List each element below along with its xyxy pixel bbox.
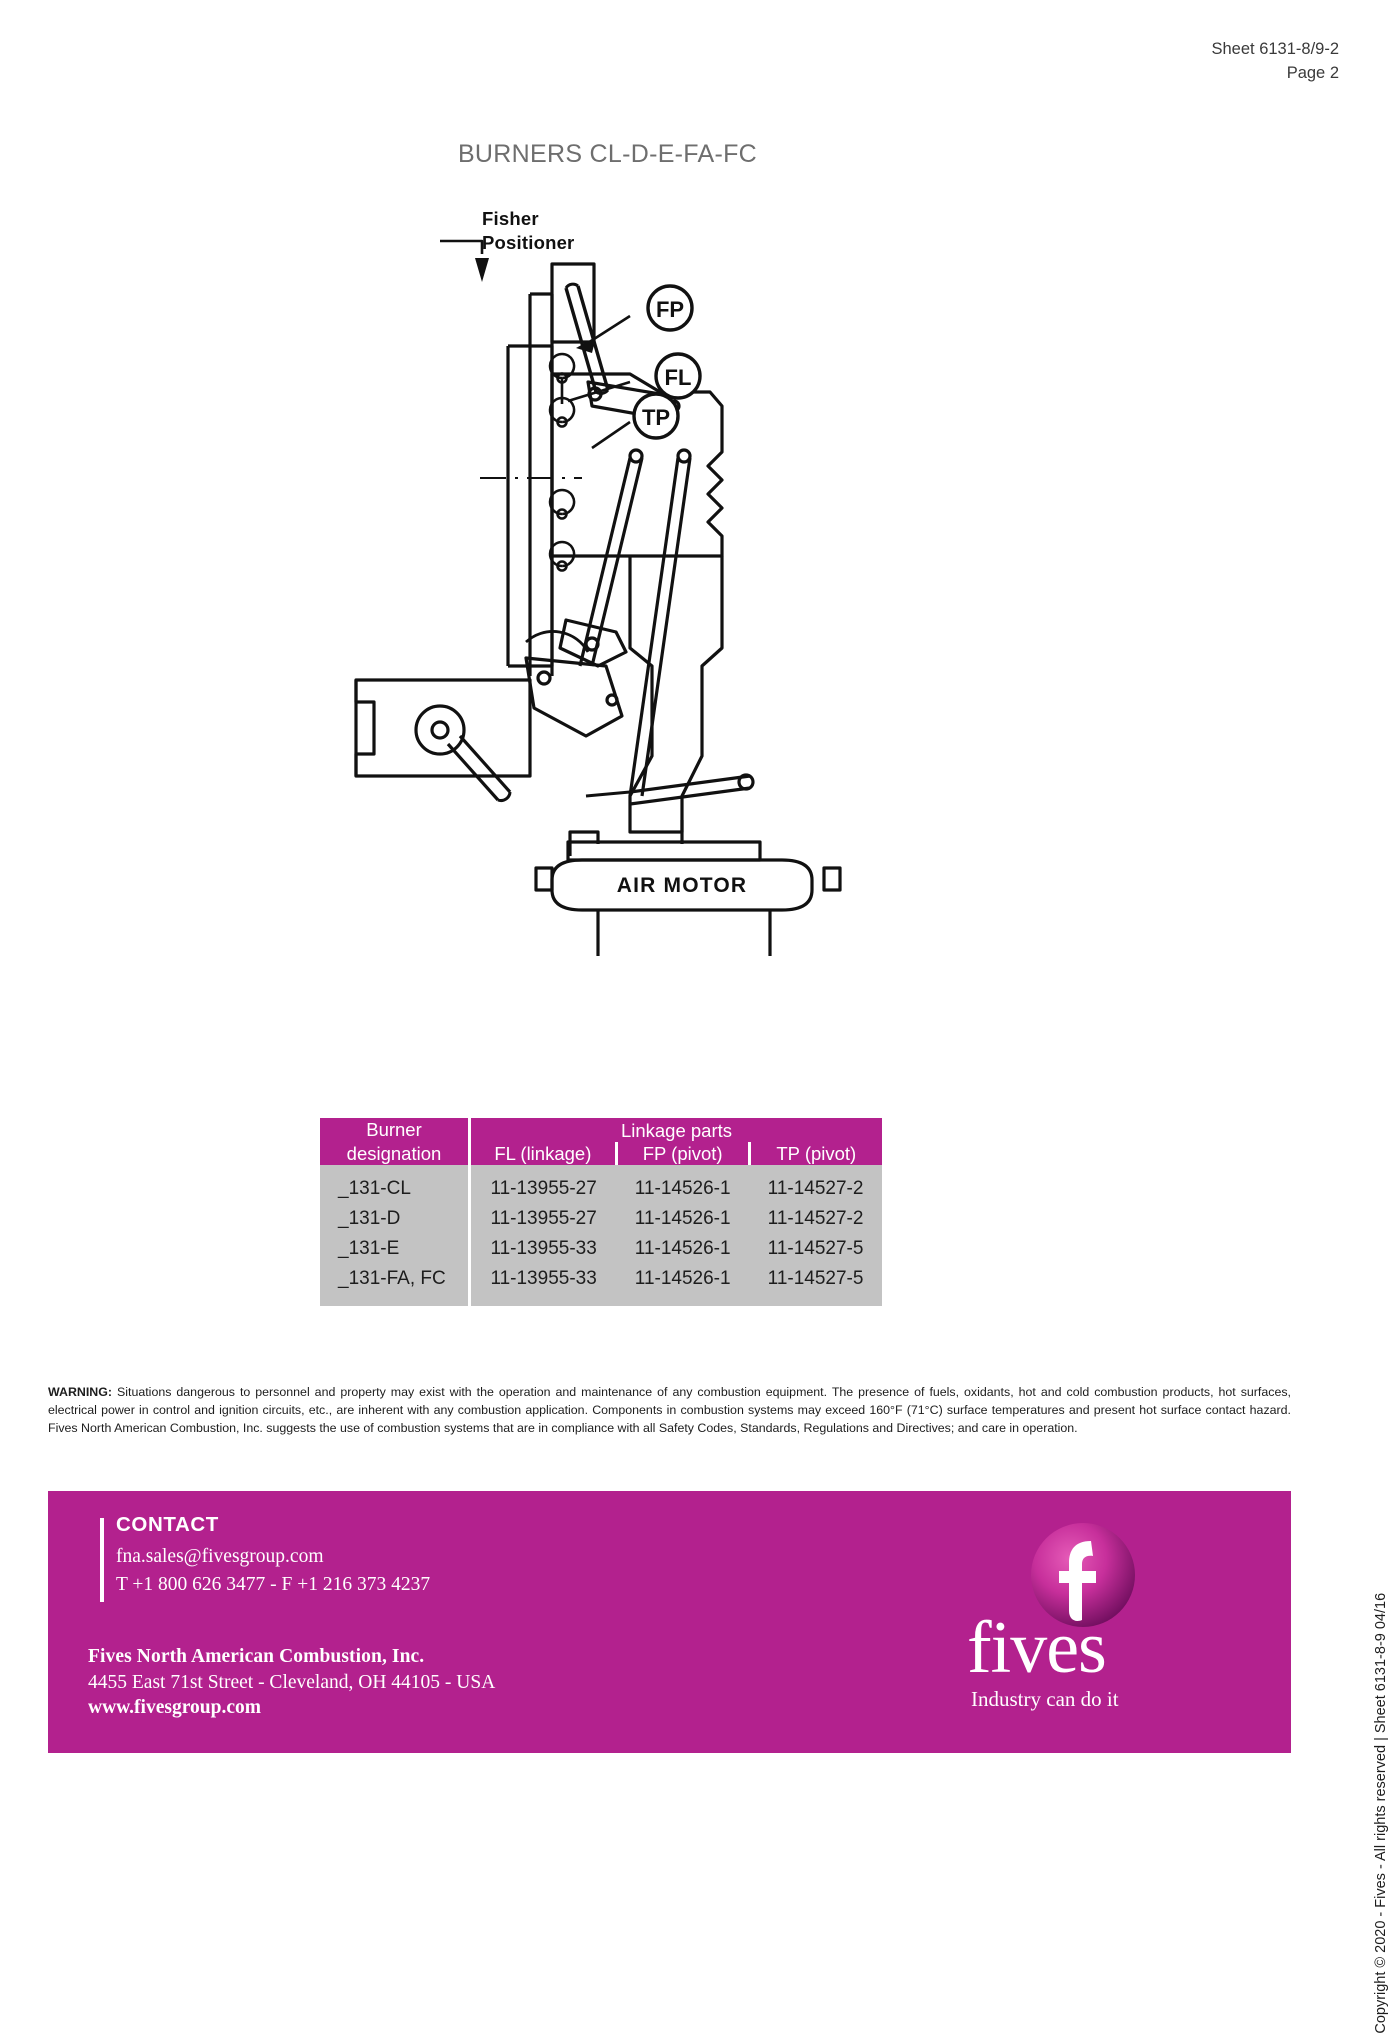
fisher-label-line2: Positioner: [482, 232, 575, 254]
cell-tp: 11-14527-2: [749, 1204, 882, 1235]
company-website[interactable]: www.fivesgroup.com: [88, 1697, 261, 1719]
motor-bracket-left: [568, 830, 600, 856]
table-row: _131-D 11-13955-27 11-14526-1 11-14527-2: [320, 1204, 882, 1235]
cell-fl: 11-13955-27: [469, 1204, 617, 1235]
logo-tagline: Industry can do it: [971, 1687, 1119, 1711]
fisher-positioner-body: [550, 262, 596, 344]
fisher-leader-arrow: [475, 258, 489, 282]
header-fl-linkage: FL (linkage): [468, 1141, 617, 1166]
cam-rod: [446, 742, 500, 802]
table-header-row-sub: FL (linkage) FP (pivot) TP (pivot): [320, 1141, 882, 1166]
burner-housing-outline: [550, 372, 724, 558]
table-row: _131-CL 11-13955-27 11-14526-1 11-14527-…: [320, 1165, 882, 1205]
contact-email[interactable]: fna.sales@fivesgroup.com: [116, 1546, 324, 1567]
table-body: _131-CL 11-13955-27 11-14526-1 11-14527-…: [320, 1165, 882, 1307]
tp-callout-leader: [591, 420, 631, 450]
contact-block: CONTACT fna.sales@fivesgroup.com T +1 80…: [116, 1513, 430, 1598]
fisher-label-line1: Fisher: [482, 208, 539, 229]
header-fp-pivot: FP (pivot): [614, 1141, 750, 1166]
table-row: _131-E 11-13955-33 11-14526-1 11-14527-5: [320, 1234, 882, 1265]
cell-tp: 11-14527-2: [749, 1165, 882, 1205]
pivot-boss-group: [548, 352, 576, 572]
air-motor-label: AIR MOTOR: [617, 874, 748, 897]
callout-text-fl: FL: [665, 365, 692, 390]
warning-label: WARNING:: [48, 1385, 113, 1399]
cell-designation: _131-D: [320, 1204, 471, 1235]
cell-fl: 11-13955-27: [469, 1165, 617, 1205]
left-channel-frame: [354, 678, 532, 778]
callout-circle-fl: [654, 352, 702, 400]
cell-fp: 11-14526-1: [616, 1234, 750, 1265]
cell-designation: _131-CL: [320, 1165, 471, 1205]
linkage-arm-a: [578, 457, 632, 667]
callout-circle-fp: [646, 284, 694, 332]
page-header: Sheet 6131-8/9-2 Page 2: [1211, 38, 1339, 86]
fives-logo: fives Industry can do it: [965, 1519, 1195, 1724]
contact-accent-bar: [100, 1518, 104, 1602]
cell-fl: 11-13955-33: [469, 1264, 617, 1307]
warning-text: Situations dangerous to personnel and pr…: [48, 1385, 1291, 1435]
motor-link-arm: [629, 774, 751, 794]
fp-link-rod: [564, 287, 598, 393]
callout-text-tp: TP: [642, 405, 670, 430]
crank-arc: [525, 630, 590, 653]
logo-f-glyph: [1059, 1541, 1096, 1621]
header-tp-pivot: TP (pivot): [747, 1141, 882, 1166]
page-number: Page 2: [1286, 63, 1339, 82]
copyright-vertical: Copyright © 2020 - Fives - All rights re…: [1373, 1592, 1389, 2034]
header-burner-designation: Burner designation: [320, 1118, 470, 1166]
page-title: BURNERS CL-D-E-FA-FC: [457, 140, 758, 168]
fisher-positioner-label: Fisher Positioner: [482, 207, 574, 256]
contact-title: CONTACT: [116, 1513, 219, 1536]
callout-text-fp: FP: [656, 297, 684, 322]
cam-wheel: [414, 704, 466, 756]
address-block: Fives North American Combustion, Inc. 44…: [88, 1646, 495, 1719]
burner-linkage-diagram: FP FL TP AIR MOTOR Fisher Positioner: [330, 196, 1030, 956]
air-motor-body: [550, 858, 814, 912]
header-burner-line1: Burner: [366, 1119, 422, 1140]
footer-band: CONTACT fna.sales@fivesgroup.com T +1 80…: [48, 1491, 1291, 1753]
bell-crank-plate: [524, 656, 624, 738]
mid-pivot-plate: [558, 618, 628, 668]
linkage-arm-b: [628, 457, 680, 797]
logo-wordmark: fives: [967, 1607, 1107, 1689]
cell-tp: 11-14527-5: [749, 1234, 882, 1265]
diagram-svg: FP FL TP AIR MOTOR: [354, 239, 842, 956]
cell-fp: 11-14526-1: [616, 1264, 750, 1307]
cell-tp: 11-14527-5: [749, 1264, 882, 1307]
fisher-leader-line: [440, 239, 484, 254]
header-linkage-parts: Linkage parts: [468, 1118, 882, 1142]
motor-top-plate: [566, 840, 762, 862]
callout-bubbles: FP FL TP: [632, 284, 702, 440]
table-row: _131-FA, FC 11-13955-33 11-14526-1 11-14…: [320, 1264, 882, 1307]
table-head: Burner designation Linkage parts FL (lin…: [320, 1118, 882, 1166]
cell-fp: 11-14526-1: [616, 1165, 750, 1205]
cell-designation: _131-FA, FC: [320, 1264, 471, 1307]
fives-logo-mark: [1031, 1523, 1135, 1627]
contact-phone: T +1 800 626 3477 - F +1 216 373 4237: [116, 1573, 431, 1595]
company-name: Fives North American Combustion, Inc.: [88, 1646, 425, 1667]
cell-designation: _131-E: [320, 1234, 471, 1265]
fl-callout-leader: [567, 380, 631, 403]
company-address: 4455 East 71st Street - Cleveland, OH 44…: [88, 1672, 496, 1693]
sheet-number: Sheet 6131-8/9-2: [1211, 40, 1339, 58]
cell-fp: 11-14526-1: [616, 1204, 750, 1235]
cell-fl: 11-13955-33: [469, 1234, 617, 1265]
linkage-parts-table: Burner designation Linkage parts FL (lin…: [320, 1118, 882, 1307]
callout-circle-tp: [632, 392, 680, 440]
table-header-row-span: Burner designation Linkage parts: [320, 1118, 882, 1166]
header-burner-line2: designation: [346, 1142, 442, 1164]
warning-paragraph: WARNING: Situations dangerous to personn…: [48, 1384, 1291, 1438]
